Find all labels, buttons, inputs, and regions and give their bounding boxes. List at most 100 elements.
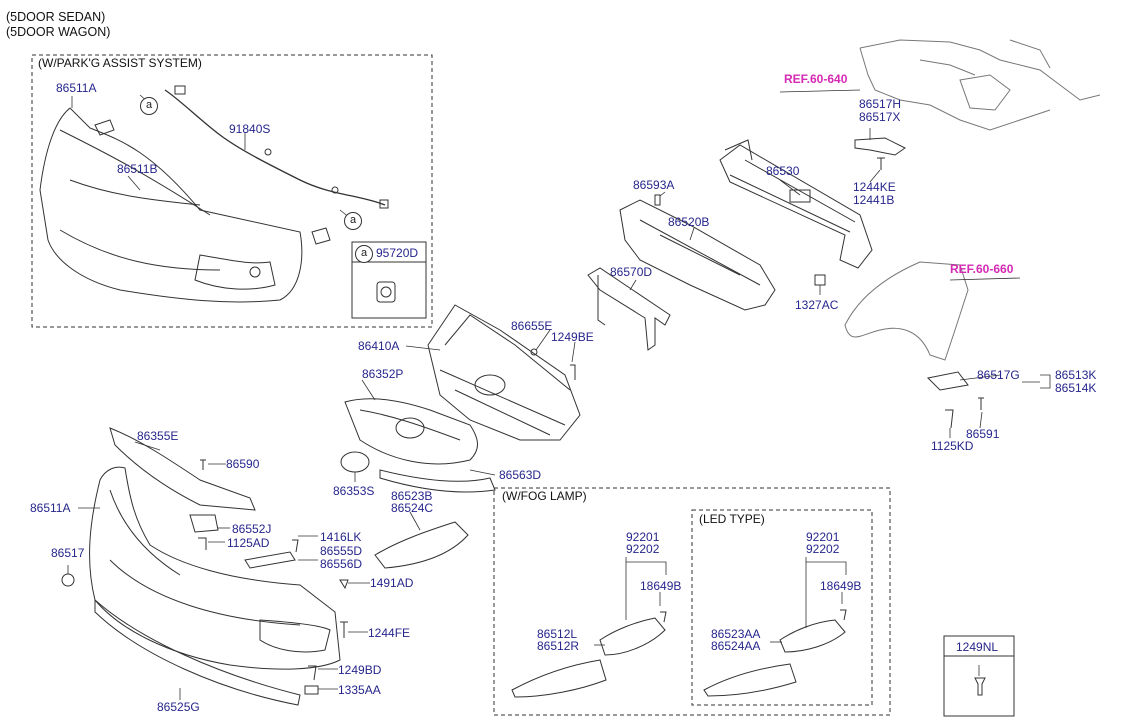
- label-1125KD: 1125KD: [931, 439, 974, 453]
- label-86555D: 86555D: [320, 544, 363, 558]
- front-fender: [844, 261, 969, 361]
- label-1244FE: 1244FE: [368, 626, 411, 640]
- grille-stay: [587, 267, 671, 351]
- label-1244KE: 1244KE: [853, 180, 896, 194]
- bumper-cover-upper: [39, 107, 303, 303]
- clip-86593A: [654, 194, 661, 206]
- group-parking-assist: (W/PARK'G ASSIST SYSTEM): [36, 56, 204, 70]
- fog-lamp-bezel: [511, 659, 607, 698]
- grille-molding: [344, 398, 478, 465]
- led-fog-lamp-unit: [779, 619, 846, 653]
- sensor-box: [351, 241, 427, 319]
- model-title-sedan: (5DOOR SEDAN): [6, 10, 106, 24]
- screw-18649B-a: [660, 611, 667, 623]
- callout-a-box: a: [355, 245, 373, 263]
- parking-assist-frame: [31, 54, 433, 328]
- ref-body-link[interactable]: REF.60-640: [784, 72, 848, 86]
- label-86512L: 86512L: [537, 627, 578, 641]
- label-91840S: 91840S: [229, 122, 271, 136]
- group-led-type: (LED TYPE): [697, 512, 767, 526]
- fog-lamp-unit: [599, 617, 666, 656]
- emblem: [340, 451, 370, 473]
- bolt-1125KD: [945, 409, 954, 429]
- sensor-bracket-right: [311, 227, 331, 245]
- label-86524C: 86524C: [391, 501, 434, 515]
- bolt-1125AD: [198, 537, 207, 550]
- label-86525G: 86525G: [157, 700, 200, 714]
- label-1125AD: 1125AD: [227, 536, 270, 550]
- label-86355E: 86355E: [137, 429, 179, 443]
- label-86514K: 86514K: [1055, 381, 1097, 395]
- label-18649B-fog: 18649B: [640, 579, 682, 593]
- label-92201-led: 92201: [806, 530, 840, 544]
- label-18649B-led: 18649B: [820, 579, 862, 593]
- screw-86591: [978, 397, 984, 410]
- fog-lamp-cover: [374, 521, 469, 569]
- label-1249BE: 1249BE: [551, 330, 594, 344]
- clip-box: [943, 635, 1015, 717]
- grille-garnish: [379, 469, 496, 493]
- label-86563D: 86563D: [499, 468, 542, 482]
- screw-86590: [200, 459, 206, 470]
- park-sensor: [376, 281, 396, 303]
- bumper-cover-lower: [89, 466, 341, 670]
- label-86590: 86590: [226, 457, 260, 471]
- screw-18649B-b: [840, 609, 847, 621]
- ref-fender-link[interactable]: REF.60-660: [950, 262, 1014, 276]
- label-86530: 86530: [766, 164, 800, 178]
- clip-86655E: [530, 348, 538, 356]
- side-bracket-upper: [854, 137, 906, 156]
- side-bracket-lower: [926, 371, 969, 391]
- label-1327AC: 1327AC: [795, 298, 839, 312]
- label-92202-fog: 92202: [626, 542, 660, 556]
- label-86655E: 86655E: [511, 319, 553, 333]
- callout-a-lower: a: [344, 212, 362, 230]
- label-92202-led: 92202: [806, 542, 840, 556]
- sensor-bracket-left: [94, 119, 115, 136]
- clip-1491AD: [339, 579, 349, 590]
- label-86513K: 86513K: [1055, 368, 1097, 382]
- label-86524AA: 86524AA: [711, 639, 761, 653]
- label-86517X: 86517X: [859, 110, 901, 124]
- lip-86525G: [94, 598, 301, 706]
- label-86511B: 86511B: [117, 162, 158, 176]
- clip-1335AA: [304, 685, 319, 695]
- label-86517G: 86517G: [977, 368, 1020, 382]
- model-title-wagon: (5DOOR WAGON): [6, 25, 111, 39]
- label-86523B: 86523B: [391, 489, 433, 503]
- label-86517H: 86517H: [859, 97, 902, 111]
- bolt-1244FE: [340, 621, 348, 638]
- label-86552J: 86552J: [232, 522, 272, 536]
- label-86410A: 86410A: [358, 339, 400, 353]
- led-type-frame: [691, 509, 873, 706]
- label-12441B: 12441B: [853, 193, 895, 207]
- label-1335AA: 1335AA: [338, 683, 381, 697]
- cap-86517: [61, 573, 75, 587]
- label-86512R: 86512R: [537, 639, 580, 653]
- clip-box-title: 1249NL: [956, 640, 999, 654]
- nut-1327AC: [814, 274, 826, 286]
- bolt-1244KE: [877, 157, 885, 170]
- label-1249BD: 1249BD: [338, 663, 382, 677]
- label-1491AD: 1491AD: [370, 576, 414, 590]
- label-86352P: 86352P: [362, 367, 404, 381]
- label-86520B: 86520B: [668, 215, 710, 229]
- energy-absorber: [619, 199, 776, 311]
- label-86523AA: 86523AA: [711, 627, 761, 641]
- fog-lamp-frame: [493, 487, 891, 716]
- bracket-86555D: [244, 551, 296, 569]
- bumper-beam: [719, 139, 873, 269]
- bolt-1249BE: [570, 364, 576, 380]
- clip-1249NL: [974, 677, 986, 696]
- bracket-86552J: [189, 514, 219, 533]
- label-86517: 86517: [51, 546, 85, 560]
- group-fog-lamp: (W/FOG LAMP): [500, 489, 589, 503]
- label-86570D: 86570D: [610, 265, 653, 279]
- label-92201-fog: 92201: [626, 530, 660, 544]
- radiator-grille: [427, 304, 581, 441]
- led-fog-lamp-bezel: [703, 663, 797, 697]
- bumper-wiring-harness: [164, 85, 389, 209]
- sensor-box-title: 95720D: [376, 246, 419, 260]
- body-panel: [859, 39, 1101, 131]
